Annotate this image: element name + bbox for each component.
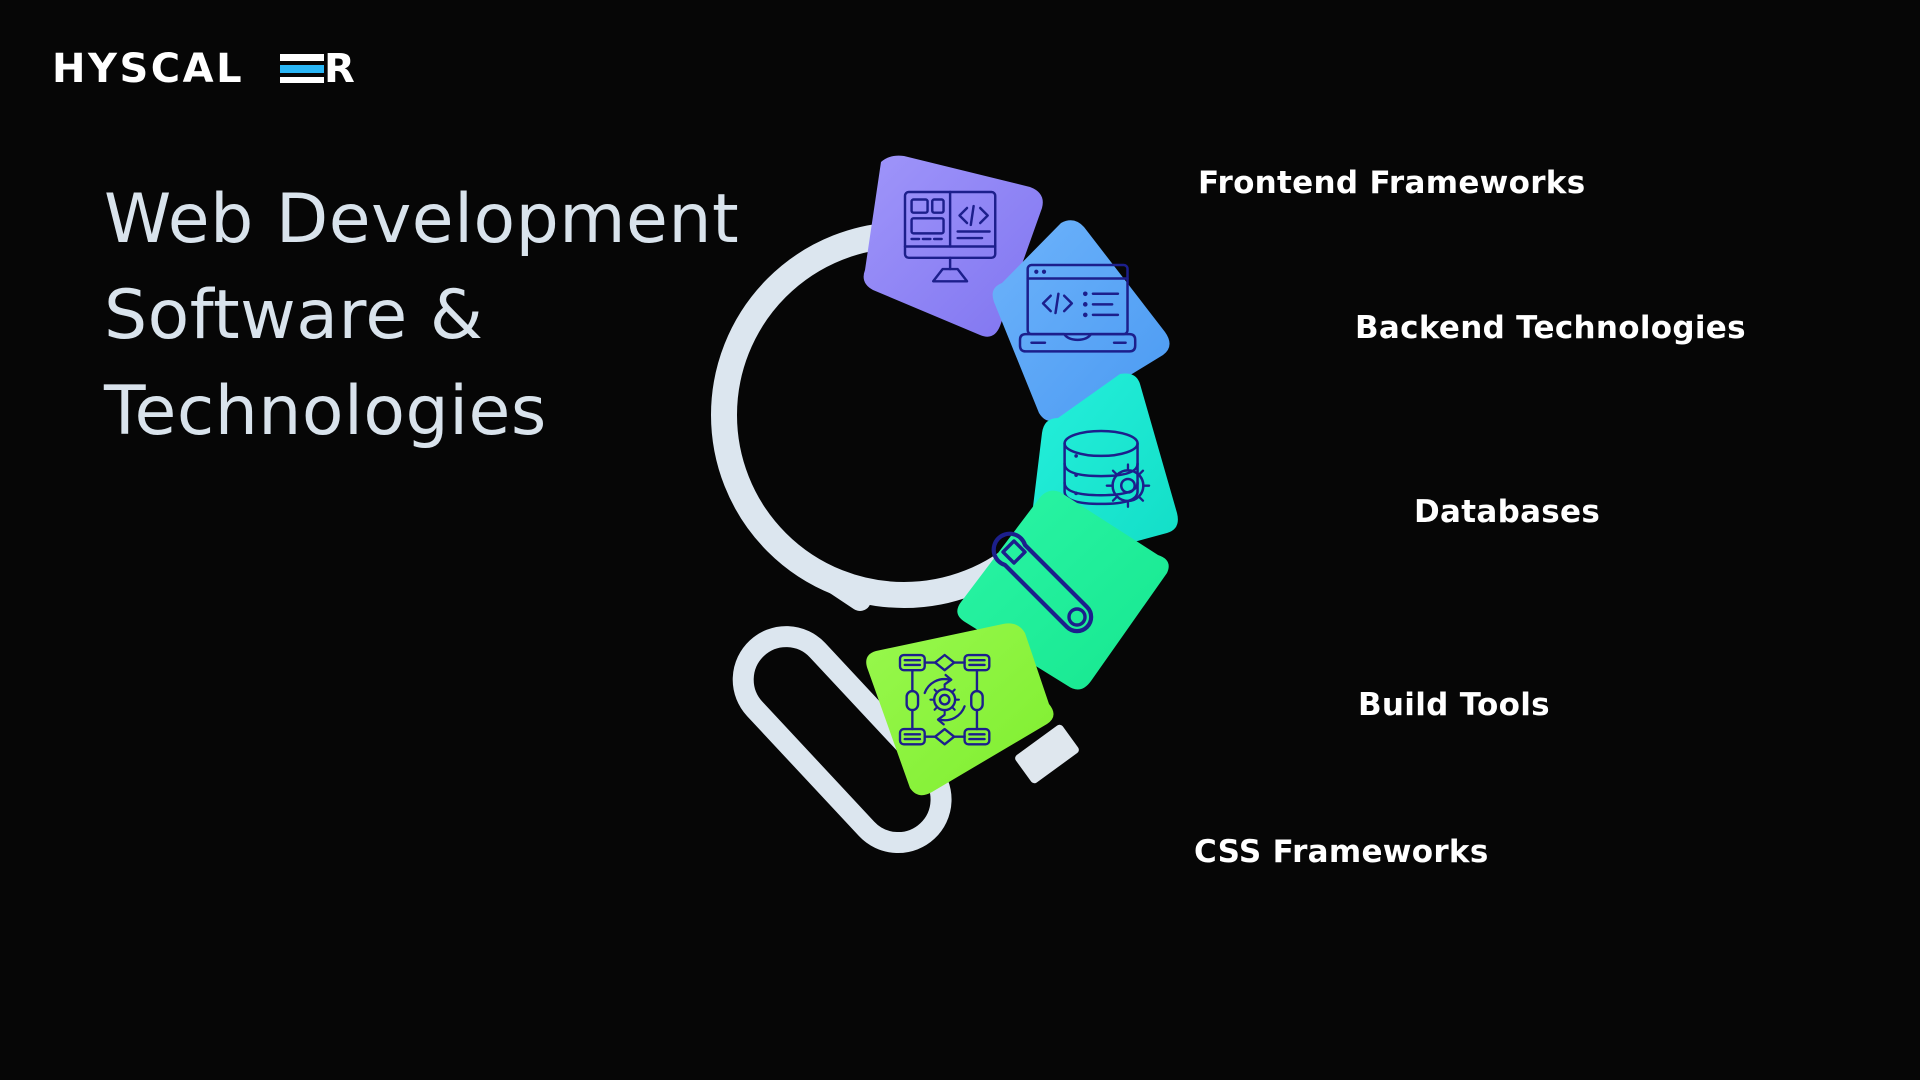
logo-r-text: R	[324, 46, 355, 92]
wrench-icon	[991, 531, 1094, 634]
magnifier-handle	[732, 626, 952, 854]
segment-label-css-frameworks: CSS Frameworks	[1194, 834, 1489, 870]
segment-label-build-tools: Build Tools	[1358, 687, 1550, 723]
database-gear-icon	[1063, 429, 1151, 508]
laptop-code-icon	[1018, 263, 1137, 353]
segment-css-frameworks-shape[interactable]	[866, 623, 1054, 796]
page-title-line-3: Technologies	[104, 372, 547, 451]
segment-label-backend-technologies: Backend Technologies	[1355, 310, 1746, 346]
logo-wordmark-text: HYSCAL	[52, 46, 244, 92]
donut-diagram	[560, 130, 1900, 960]
stylized-e-icon	[280, 54, 324, 83]
monitor-code-icon	[903, 190, 997, 283]
page-title-line-2: Software &	[104, 276, 484, 355]
segment-label-frontend-frameworks: Frontend Frameworks	[1198, 165, 1586, 201]
segment-backend-technologies[interactable]	[992, 220, 1170, 422]
workflow-gear-icon	[898, 653, 991, 746]
page-title: Web Development Software & Technologies	[104, 172, 864, 460]
page-title-line-1: Web Development	[104, 180, 740, 259]
hyscaler-logo: HYSCAL R	[52, 42, 372, 102]
segment-css-frameworks[interactable]	[866, 623, 1054, 796]
segment-label-databases: Databases	[1414, 494, 1601, 530]
